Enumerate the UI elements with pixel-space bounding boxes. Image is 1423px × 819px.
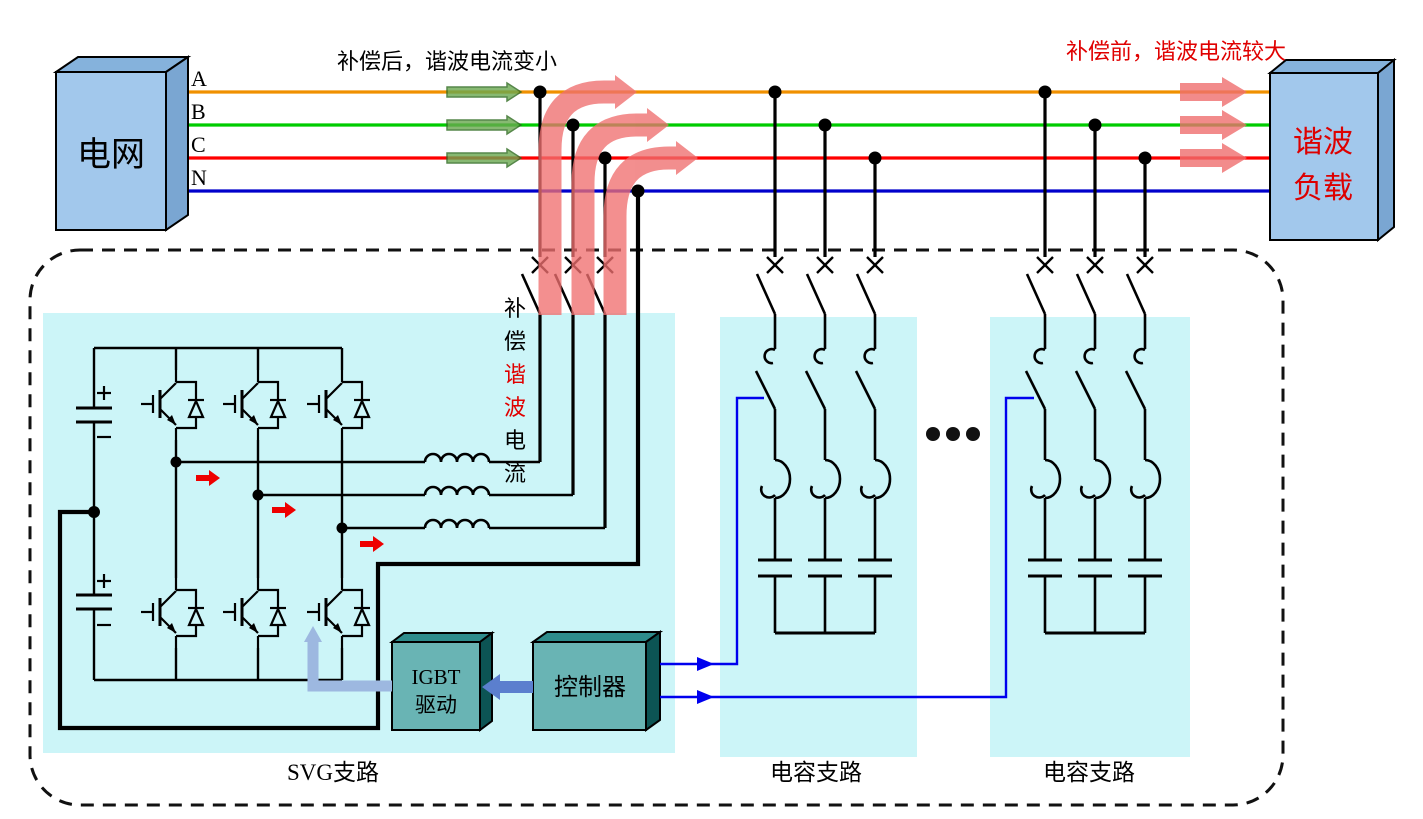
big-harmonic-arrows-before (1180, 77, 1247, 173)
load-box-label-line2: 负载 (1293, 172, 1353, 205)
small-harmonic-arrows-after (446, 81, 523, 169)
compensation-current-arrow-b (571, 108, 669, 315)
igbt-driver-label-line2: 驱动 (415, 693, 457, 717)
cap-branch2-panel (990, 317, 1190, 757)
compensation-device-boundary (28, 248, 1285, 807)
phase-b-label: B (191, 99, 206, 124)
svg-branch-label: SVG支路 (287, 760, 379, 785)
vertical-label-char6: 流 (504, 461, 526, 486)
igbt-driver-label-line1: IGBT (412, 665, 461, 689)
compensation-current-arrow-c (603, 141, 698, 315)
phase-a-label: A (191, 66, 207, 91)
cap-branch2 (1024, 85, 1164, 635)
load-box-label-line1: 谐波 (1293, 126, 1353, 159)
phase-c-label: C (191, 132, 206, 157)
phase-n-label: N (191, 165, 207, 190)
neutral-dc-link-wire (57, 191, 641, 731)
load-box: 谐波 负载 (1267, 57, 1397, 243)
cap1-polarity (97, 386, 111, 627)
cap-branch2-label: 电容支路 (1043, 760, 1135, 785)
vertical-label-char5: 电 (504, 428, 526, 453)
caption-before-compensation: 补偿前，谐波电流较大 (1066, 39, 1286, 64)
vertical-label-char2: 偿 (504, 329, 526, 354)
controller-wire-arrowheads (697, 657, 714, 704)
igbt-driver-box: IGBT 驱动 (389, 631, 495, 732)
controller-wire-branch2 (660, 396, 1034, 699)
svg-branch-circuit (57, 191, 641, 731)
driver-to-gate-arrow (304, 626, 392, 692)
vertical-label-compensate-harmonic-current: 补 偿 谐 波 电 流 (504, 296, 526, 486)
vertical-label-char3: 谐 (504, 362, 526, 387)
phase-bus-lines (188, 90, 1270, 193)
caption-after-compensation: 补偿后，谐波电流变小 (337, 49, 557, 74)
controller-to-driver-arrow (482, 674, 533, 700)
cap-branch1 (754, 85, 894, 635)
phase-labels: A B C N (191, 66, 207, 190)
cap-branch1-label: 电容支路 (770, 760, 862, 785)
compensation-current-arrow-a (538, 75, 637, 315)
vertical-label-char1: 补 (504, 296, 526, 321)
controller-label: 控制器 (554, 674, 626, 701)
grid-box: 电网 (52, 55, 192, 232)
cap-branch1-panel (720, 317, 917, 757)
ellipsis-dots (926, 427, 980, 441)
controller-box: 控制器 (529, 630, 664, 732)
vertical-label-char4: 波 (504, 395, 526, 420)
grid-box-label: 电网 (77, 136, 145, 174)
